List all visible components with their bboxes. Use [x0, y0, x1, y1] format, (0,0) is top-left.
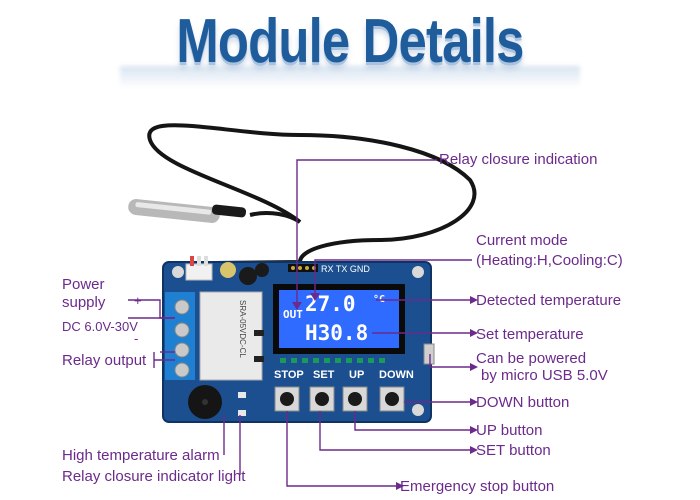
- label-usb-power-detail: by micro USB 5.0V: [481, 367, 608, 384]
- sensor-connector: [185, 256, 213, 281]
- label-indicator-light: Relay closure indicator light: [62, 468, 246, 485]
- led-row: [280, 358, 385, 363]
- lcd-out-indicator: OUT: [283, 308, 303, 321]
- relay: SRA-05VDC-CL: [199, 291, 263, 381]
- lcd-display: OUT 27.0 °C H30.8: [273, 284, 405, 354]
- lcd-set-temp: H30.8: [305, 321, 368, 345]
- page-title: Module Details: [176, 7, 524, 76]
- label-detected-temperature: Detected temperature: [476, 292, 622, 309]
- header-pin-labels: RX TX GND: [321, 264, 370, 274]
- label-emergency-stop: Emergency stop button: [400, 478, 555, 495]
- label-plus: +: [134, 293, 142, 308]
- label-temperature-alarm: High temperature alarm: [62, 447, 220, 464]
- sensor-cable: [147, 123, 477, 265]
- down-button-label: DOWN: [379, 369, 414, 381]
- label-relay-output: Relay output: [62, 352, 147, 369]
- up-button-label: UP: [349, 369, 364, 381]
- label-minus: -: [134, 331, 139, 346]
- label-current-mode: Current mode: [476, 232, 568, 249]
- label-set-button: SET button: [476, 442, 551, 459]
- relay-marking: SRA-05VDC-CL: [238, 300, 247, 358]
- callout-arrows: [292, 293, 478, 490]
- title-reflection: [120, 66, 580, 88]
- micro-usb-port: [423, 343, 435, 365]
- label-current-mode-detail: (Heating:H,Cooling:C): [476, 252, 623, 269]
- stop-button-label: STOP: [274, 369, 304, 381]
- label-down-button: DOWN button: [476, 394, 570, 411]
- push-buttons: [274, 386, 405, 412]
- capacitor: [220, 262, 236, 278]
- label-up-button: UP button: [476, 422, 543, 439]
- label-power: Power: [62, 276, 105, 293]
- label-usb-power: Can be powered: [476, 350, 587, 367]
- label-set-temperature: Set temperature: [476, 326, 584, 343]
- terminal-block: [165, 292, 195, 380]
- label-dc-range: DC 6.0V-30V: [62, 319, 138, 334]
- temperature-probe: [128, 199, 247, 223]
- set-button-label: SET: [313, 369, 335, 381]
- label-supply: supply: [62, 294, 106, 311]
- callout-lines: [128, 159, 472, 487]
- label-relay-closure: Relay closure indication: [439, 151, 598, 168]
